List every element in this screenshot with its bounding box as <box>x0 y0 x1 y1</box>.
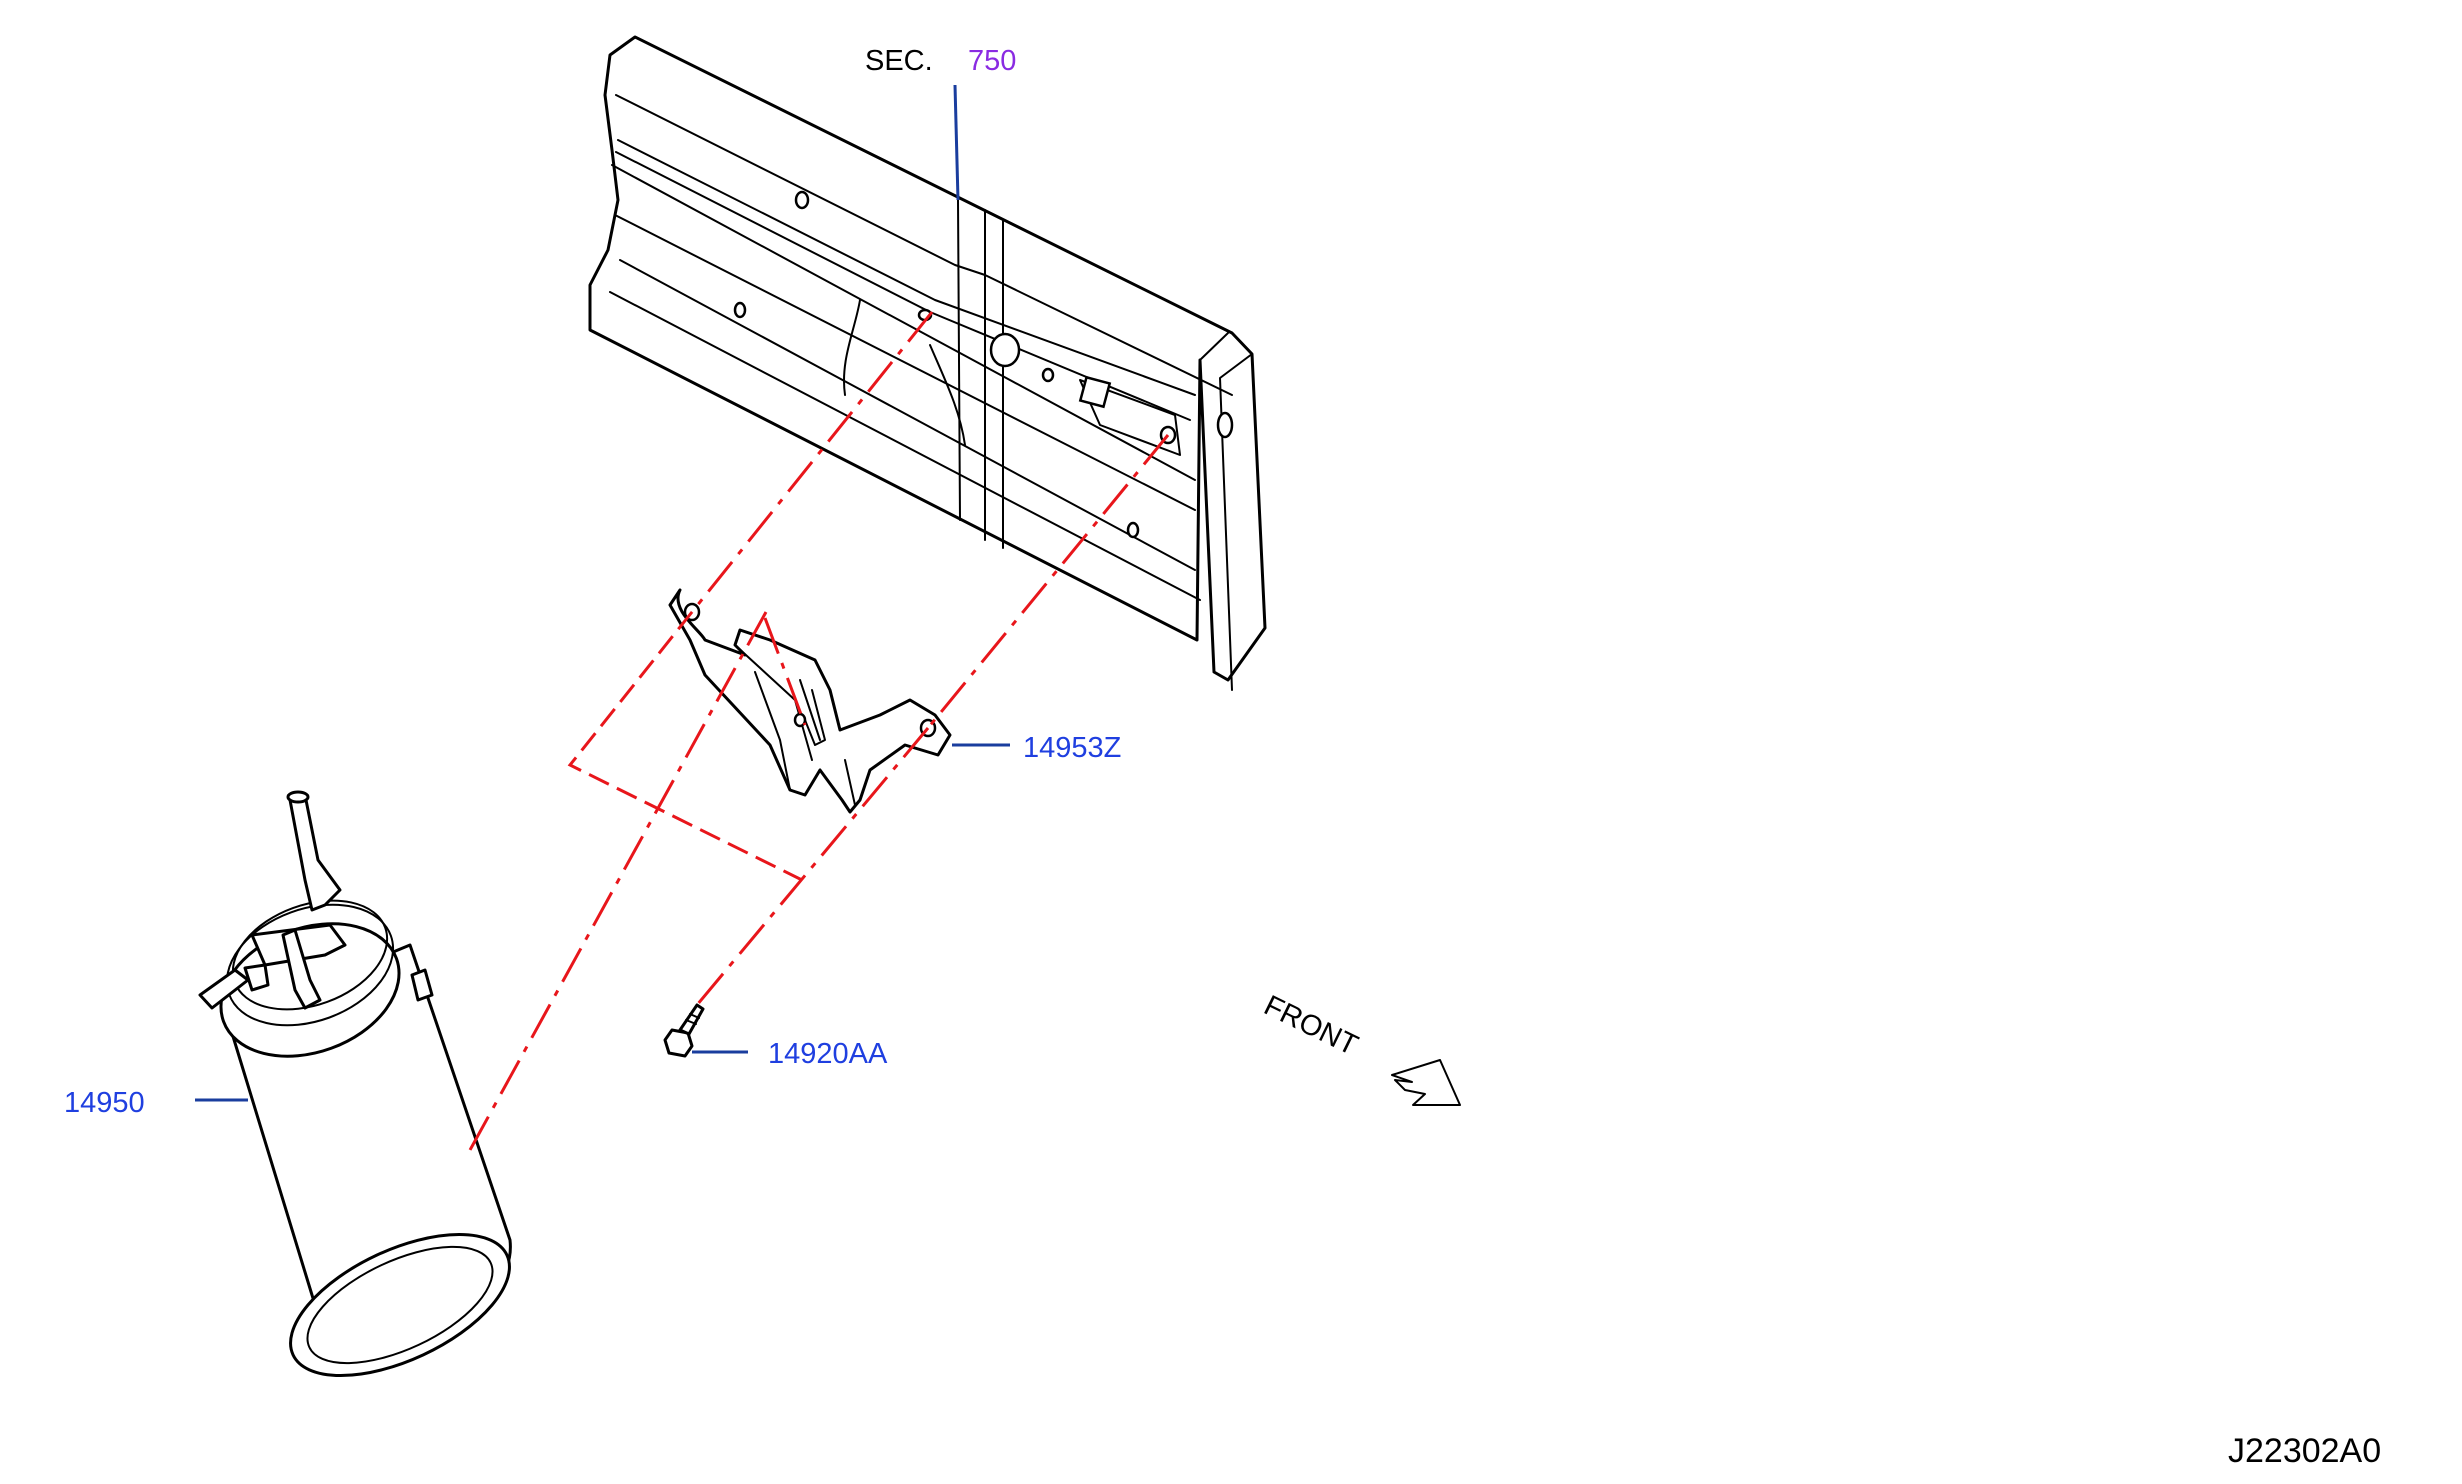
bracket-14953z <box>668 588 952 814</box>
section-prefix-label: SEC. <box>865 45 933 77</box>
front-direction-label: FRONT <box>1259 990 1363 1063</box>
bolt-14920aa <box>663 1003 705 1058</box>
leader-lines <box>195 84 1010 1102</box>
phantom-lines <box>468 311 1170 1151</box>
diagram-code-label: J22302A0 <box>2228 1432 2381 1470</box>
body-panel <box>588 35 1267 691</box>
part-label-14920aa[interactable]: 14920AA <box>768 1038 888 1070</box>
section-number-label: 750 <box>968 45 1016 77</box>
part-label-14953z[interactable]: 14953Z <box>1023 732 1121 764</box>
part-label-14950[interactable]: 14950 <box>64 1087 145 1119</box>
front-arrow-icon <box>1391 1059 1461 1106</box>
canister-14950 <box>198 790 512 1378</box>
